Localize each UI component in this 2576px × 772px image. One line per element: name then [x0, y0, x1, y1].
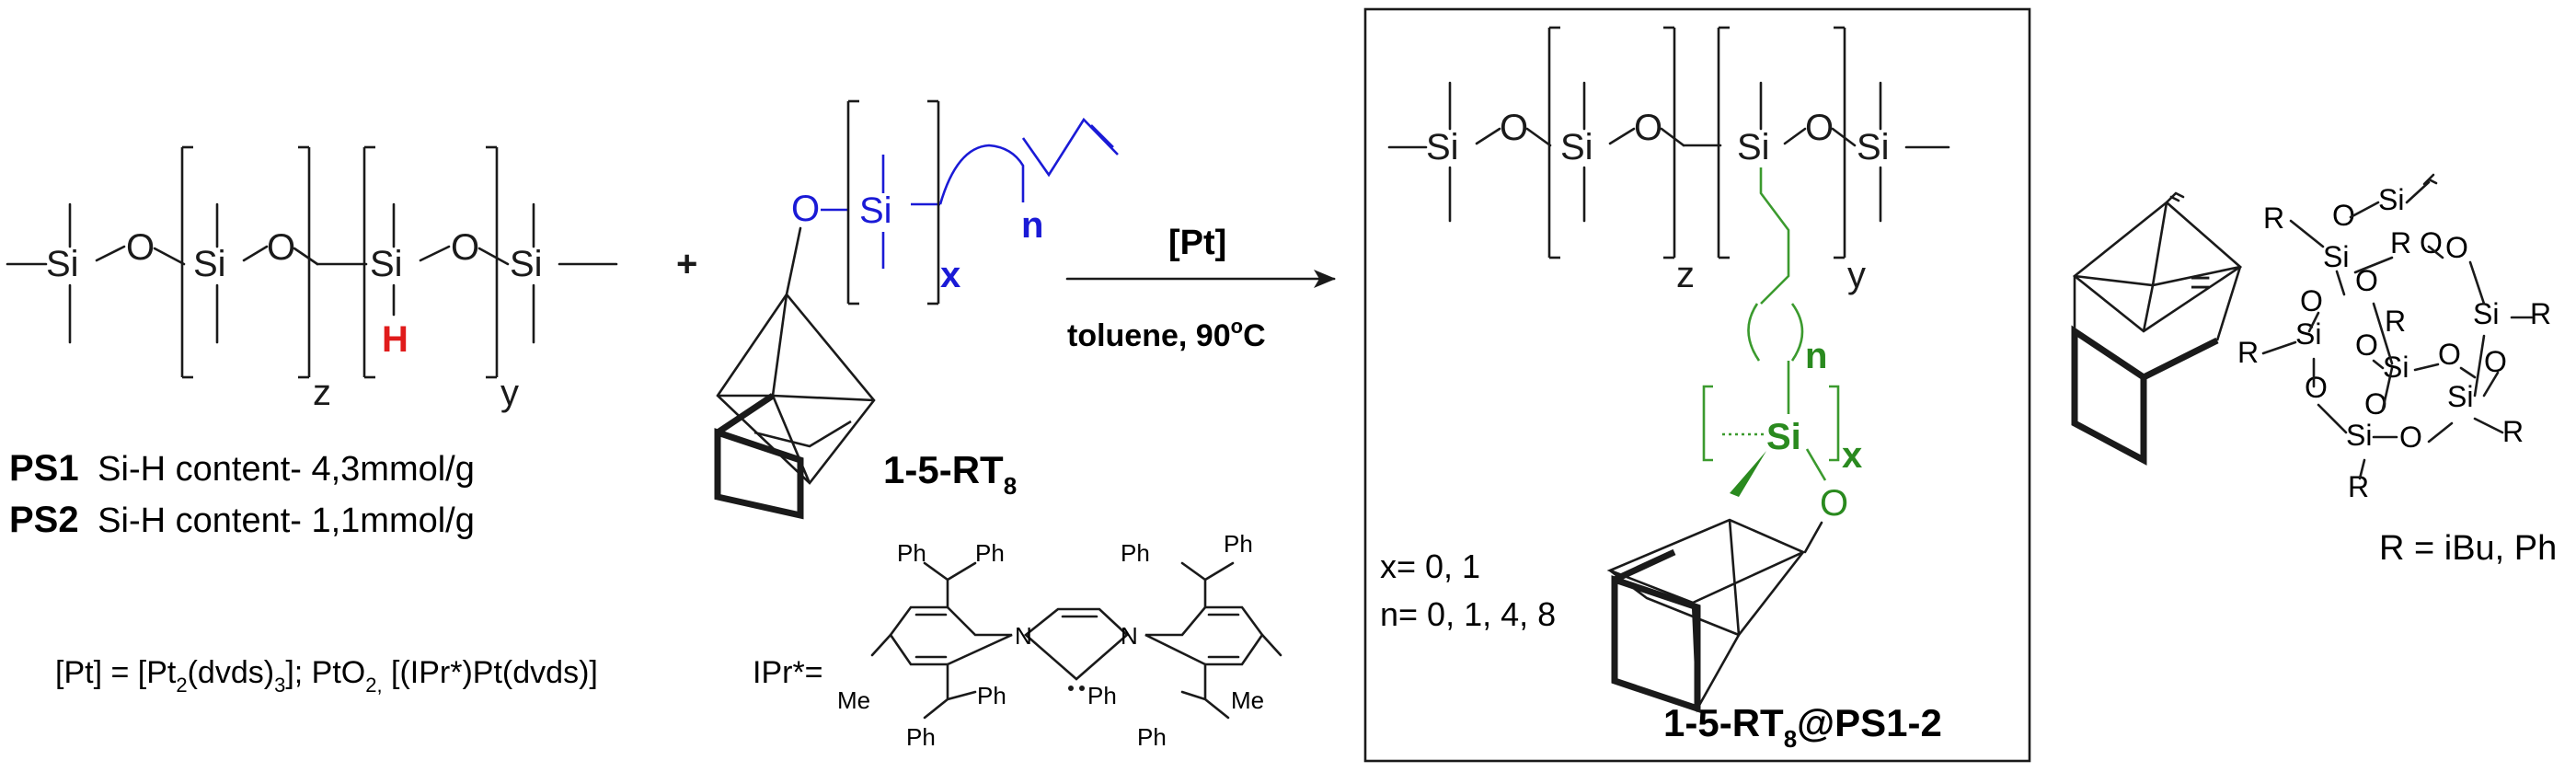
- o-atom: O: [2399, 421, 2422, 454]
- cage-icon: [1606, 518, 1807, 713]
- polymer-ps2: PS2 Si-H content- 1,1mmol/g: [9, 500, 475, 540]
- reaction-arrow[interactable]: [Pt] toluene, 90oC: [1065, 224, 1336, 353]
- o-atom: O: [2438, 338, 2461, 371]
- index-n: n: [1805, 336, 1827, 376]
- si-atom: Si: [2447, 380, 2473, 413]
- catalyst-definition: [Pt] = [Pt2(dvds)3]; PtO2, [(IPr*)Pt(dvd…: [55, 530, 1282, 751]
- hydride-h-atom: H: [382, 319, 408, 360]
- o-atom: O: [2332, 199, 2355, 232]
- methyl-label: Me: [1231, 686, 1264, 714]
- si-atom: Si: [1737, 127, 1770, 167]
- ipr-ligand-structure: N N Me Ph Ph Ph Ph Me Ph Ph: [837, 530, 1282, 751]
- si-atom: Si: [1766, 417, 1801, 457]
- si-atom: Si: [46, 244, 79, 284]
- n-values: n= 0, 1, 4, 8: [1380, 595, 1556, 633]
- si-atom: Si: [370, 244, 403, 284]
- si-atom: Si: [2378, 183, 2404, 216]
- r-group: R: [2263, 202, 2284, 235]
- polysiloxane-reactant: Si O Si O z Si H O y Si: [6, 145, 618, 413]
- si-atom: Si: [510, 244, 543, 284]
- x-values: x= 0, 1: [1380, 547, 1480, 585]
- o-atom: O: [1805, 108, 1834, 148]
- o-atom: O: [1634, 108, 1662, 148]
- cage-definition: = Si O R Si R O O O Si R O R Si R O Si O…: [2071, 173, 2557, 568]
- phenyl-label: Ph: [977, 682, 1006, 709]
- o-atom: O: [2445, 231, 2468, 264]
- solvent-temperature: toluene, 90oC: [1067, 315, 1266, 353]
- n-atom: N: [1015, 622, 1032, 650]
- si-atom: Si: [2473, 297, 2499, 330]
- o-atom: O: [2484, 345, 2507, 378]
- si-atom: Si: [2383, 351, 2409, 384]
- catalyst-text: [Pt] = [Pt2(dvds)3]; PtO2, [(IPr*)Pt(dvd…: [55, 655, 598, 697]
- o-atom: O: [791, 189, 820, 229]
- index-x: x: [1842, 435, 1862, 476]
- catalyst-condition: [Pt]: [1168, 224, 1226, 262]
- o-atom: O: [1820, 483, 1848, 524]
- o-atom: O: [126, 227, 155, 268]
- si-atom: Si: [859, 190, 892, 231]
- index-n: n: [1021, 205, 1043, 246]
- r-group: R: [2237, 336, 2259, 369]
- phenyl-label: Ph: [1224, 530, 1253, 558]
- si-atom: Si: [193, 244, 226, 284]
- r-group: R: [2530, 297, 2551, 330]
- polymer-ps1: PS1 Si-H content- 4,3mmol/g: [9, 448, 475, 489]
- si-atom: Si: [2346, 419, 2372, 452]
- r-definition: R = iBu, Ph: [2379, 529, 2557, 568]
- r-group: R: [2390, 226, 2411, 259]
- phenyl-label: Ph: [1137, 723, 1167, 751]
- phenyl-label: Ph: [1121, 539, 1150, 567]
- si-atom: Si: [1857, 127, 1890, 167]
- cage-icon: [2071, 191, 2243, 466]
- phenyl-label: Ph: [1087, 682, 1117, 709]
- si-atom: Si: [1560, 127, 1593, 167]
- phenyl-label: Ph: [975, 539, 1005, 567]
- equals-sign: =: [2190, 262, 2211, 303]
- phenyl-label: Ph: [897, 539, 926, 567]
- index-z: z: [1676, 255, 1695, 295]
- ipr-label: IPr*=: [753, 655, 823, 690]
- o-atom: O: [451, 227, 479, 268]
- phenyl-label: Ph: [906, 723, 936, 751]
- r-group: R: [2385, 305, 2406, 338]
- product-box: Si O Si O z Si O y Si: [1363, 7, 2031, 763]
- vinyl-silane-reagent: O Si x n 1-5-RT8: [714, 99, 1119, 520]
- r-group: R: [2348, 470, 2369, 503]
- o-atom: O: [2305, 371, 2328, 404]
- reagent-label: 1-5-RT8: [883, 448, 1017, 500]
- silsesquioxane-structure: Si O R Si R O O O Si R O R Si R O Si O O…: [2237, 173, 2551, 503]
- product-label: 1-5-RT8@PS1-2: [1663, 701, 1942, 753]
- index-z: z: [313, 373, 331, 413]
- index-y: y: [1847, 255, 1866, 295]
- cage-icon: [714, 292, 876, 520]
- index-y: y: [500, 373, 519, 413]
- si-atom: Si: [2323, 240, 2349, 273]
- plus-sign: +: [676, 244, 697, 284]
- r-group: R: [2502, 415, 2524, 448]
- o-atom: O: [2355, 328, 2378, 362]
- o-atom: O: [1500, 108, 1528, 148]
- index-x: x: [940, 255, 960, 295]
- methyl-label: Me: [837, 686, 870, 714]
- polymer-legend: PS1 Si-H content- 4,3mmol/g PS2 Si-H con…: [9, 448, 475, 540]
- si-atom: Si: [1426, 127, 1459, 167]
- o-atom: O: [267, 227, 295, 268]
- si-atom: Si: [2295, 317, 2321, 351]
- n-atom: N: [1121, 622, 1138, 650]
